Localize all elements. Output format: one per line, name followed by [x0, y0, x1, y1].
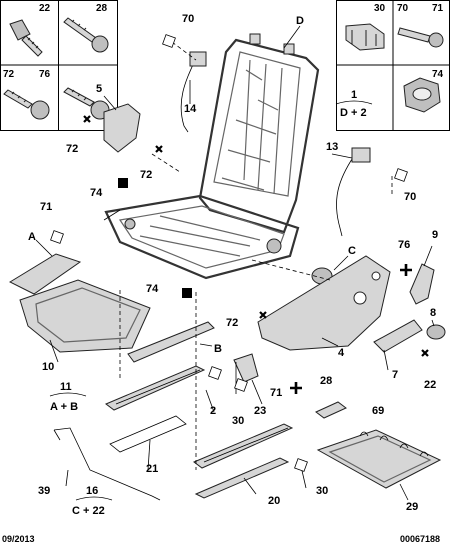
callout-72-left: 72 [66, 143, 78, 155]
callout-8: 8 [430, 307, 436, 319]
side-trim-5 [103, 103, 141, 153]
side-shield-4 [257, 255, 391, 351]
callout-29: 29 [406, 501, 418, 513]
seat-rails-2 [105, 365, 294, 469]
callout-70: 70 [182, 13, 194, 25]
callout-74-top: 74 [90, 187, 103, 199]
seat-base-frame [104, 194, 300, 280]
callout-69: 69 [372, 405, 384, 417]
callout-5: 5 [96, 83, 102, 95]
cable-13 [336, 155, 355, 237]
callout-2: 2 [210, 405, 216, 417]
seat-back-frame [198, 33, 320, 234]
inset-label-74: 74 [432, 69, 444, 80]
bracket-23 [233, 353, 259, 383]
cap-8 [426, 324, 446, 340]
callout-30-bottom: 30 [316, 485, 328, 497]
callout-d: D [296, 15, 304, 27]
callout-9: 9 [432, 229, 438, 241]
group-1: 1 D + 2 [335, 89, 373, 119]
group-11: 11 A + B [49, 381, 87, 413]
callout-70-right: 70 [404, 191, 416, 203]
callout-21: 21 [146, 463, 158, 475]
black-square-marker-icons [118, 178, 192, 298]
callout-7: 7 [392, 369, 398, 381]
callout-72-mid: 72 [140, 169, 152, 181]
callout-a: A [28, 231, 36, 243]
inset-label-28: 28 [96, 3, 108, 14]
screw-22-icon [9, 19, 43, 57]
callout-39: 39 [38, 485, 50, 497]
callout-20: 20 [268, 495, 280, 507]
inset-label-22: 22 [39, 3, 51, 14]
footer-ref: 00067188 [400, 534, 440, 544]
group-16-bottom: C + 22 [72, 505, 105, 517]
nut-74-icon [403, 77, 441, 113]
group-16: 16 C + 22 [72, 485, 113, 517]
group-11-top: 11 [60, 381, 72, 393]
inset-label-70: 70 [397, 3, 409, 14]
inset-right-fasteners: 30 70 71 74 [336, 0, 450, 131]
callout-23: 23 [254, 405, 266, 417]
callout-74-bottom: 74 [146, 283, 159, 295]
callout-c: C [348, 245, 356, 257]
callout-4: 4 [338, 347, 345, 359]
callout-22: 22 [424, 379, 436, 391]
wire-21 [109, 415, 187, 453]
group-11-bottom: A + B [50, 401, 78, 413]
group-16-top: 16 [86, 485, 98, 497]
strap-20 [194, 457, 290, 499]
wire-39 [53, 427, 161, 501]
group-1-bottom: D + 2 [340, 107, 367, 119]
callout-72-right: 72 [226, 317, 238, 329]
inset-label-72: 72 [3, 69, 15, 80]
screw-72-icon [3, 89, 50, 120]
connector-69 [315, 401, 347, 419]
inset-label-30: 30 [374, 3, 386, 14]
clip-30-icon [345, 23, 385, 51]
cross-marker-icons [83, 115, 429, 357]
rail-cover-b [127, 321, 215, 363]
plus-marker-icons [290, 264, 412, 394]
callout-71-left: 71 [40, 201, 52, 213]
lever-7 [373, 319, 423, 353]
callout-71-right: 71 [270, 387, 282, 399]
footer-date: 09/2013 [2, 534, 35, 544]
callout-14: 14 [184, 103, 197, 115]
recline-handle-9 [409, 263, 435, 305]
heating-mat-29 [316, 429, 442, 489]
callout-76: 76 [398, 239, 410, 251]
callout-b: B [214, 343, 222, 355]
inset-label-76: 76 [39, 69, 51, 80]
cable-14 [180, 57, 197, 133]
group-1-top: 1 [351, 89, 357, 101]
inset-label-71: 71 [432, 3, 444, 14]
callout-13: 13 [326, 141, 338, 153]
rail-cover-a [8, 253, 82, 295]
callout-10: 10 [42, 361, 54, 373]
inset-left-fasteners: 22 28 72 76 [0, 0, 118, 131]
rivet-70-71-icon [397, 27, 444, 48]
callout-28: 28 [320, 375, 332, 387]
screw-28-icon [63, 17, 109, 53]
flag-marker-icons [50, 34, 408, 472]
callout-30-mid: 30 [232, 415, 244, 427]
